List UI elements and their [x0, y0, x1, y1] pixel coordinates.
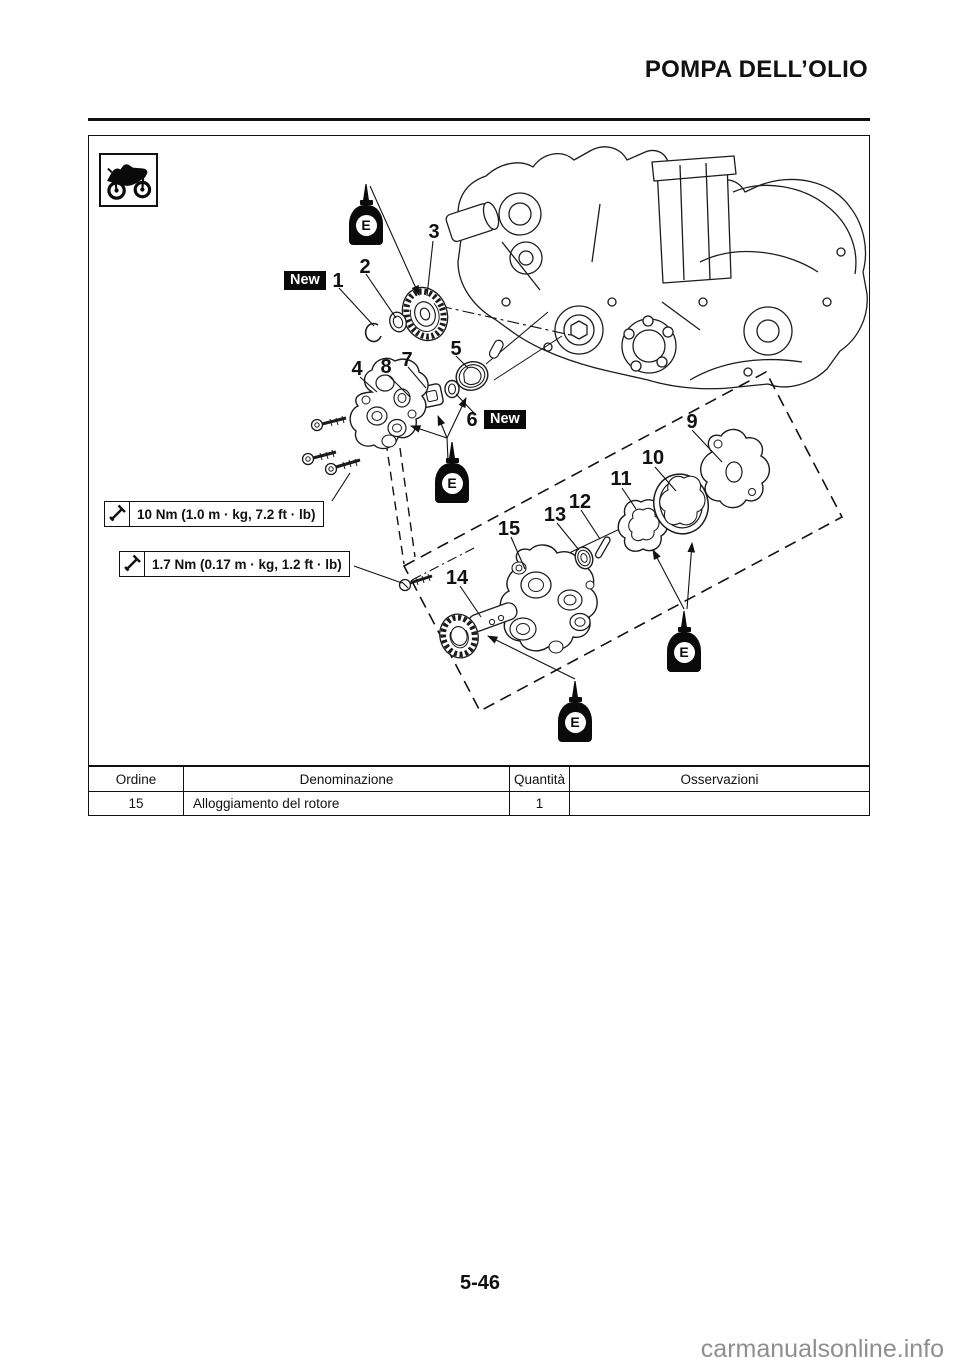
col-header-denominazione: Denominazione — [184, 767, 510, 792]
col-header-ordine: Ordine — [89, 767, 184, 792]
torque-wrench-icon — [120, 552, 145, 576]
header-rule — [88, 118, 870, 121]
part-rotor-pin — [594, 536, 611, 559]
oil-symbol-top: E — [348, 184, 384, 245]
callout-4: 4 — [351, 358, 363, 380]
oil-bottle-body: E — [349, 205, 383, 245]
callout-15: 15 — [497, 518, 521, 540]
callout-2: 2 — [359, 256, 371, 278]
oil-bottle-body: E — [558, 702, 592, 742]
leader-lines — [332, 241, 722, 617]
exploded-diagram — [88, 135, 870, 816]
callout-7: 7 — [401, 349, 413, 371]
motorcycle-icon — [99, 153, 158, 207]
oil-letter: E — [564, 711, 586, 733]
oil-bottle-cap — [677, 627, 691, 632]
callout-10: 10 — [641, 447, 665, 469]
torque-value: 1.7 Nm (0.17 m · kg, 1.2 ft · lb) — [152, 556, 342, 572]
part-rotor-housing — [500, 545, 597, 653]
part-dowel-pin — [488, 339, 505, 360]
callout-3: 3 — [428, 221, 440, 243]
new-label-1: New — [284, 271, 326, 290]
oil-bottle-cap — [445, 458, 459, 463]
callout-5: 5 — [450, 338, 462, 360]
new-label-2: New — [484, 410, 526, 429]
col-header-quantita: Quantità — [510, 767, 570, 792]
oil-letter: E — [355, 214, 377, 236]
oil-symbol-middle: E — [434, 442, 470, 503]
part-seal-washer — [573, 545, 596, 571]
part-collar — [452, 357, 492, 394]
cell-ordine: 15 — [89, 792, 184, 815]
oil-symbol-bottom: E — [557, 681, 593, 742]
callout-8: 8 — [380, 356, 392, 378]
oil-bottle-spout — [572, 681, 578, 697]
torque-value: 10 Nm (1.0 m · kg, 7.2 ft · lb) — [137, 506, 316, 522]
oil-bottle-spout — [681, 611, 687, 627]
part-outer-rotor — [647, 468, 715, 540]
callout-14: 14 — [445, 567, 469, 589]
dashed-assembly-box — [404, 372, 842, 711]
oil-letter: E — [441, 472, 463, 494]
oil-bottle-body: E — [435, 463, 469, 503]
callout-6: 6 — [466, 409, 478, 431]
oil-bottle-body: E — [667, 632, 701, 672]
part-shaft-gear — [435, 601, 519, 663]
oil-letter: E — [673, 641, 695, 663]
part-pump-plate — [701, 429, 770, 507]
watermark: carmanualsonline.info — [700, 1335, 944, 1358]
oil-bottle-spout — [363, 184, 369, 200]
callout-11: 11 — [610, 468, 632, 490]
cell-quantita: 1 — [510, 792, 570, 815]
part-oring — [445, 381, 459, 398]
crankcase-sketch — [445, 147, 867, 389]
cell-osservazioni — [570, 792, 869, 815]
callout-12: 12 — [568, 491, 592, 513]
oil-bottle-cap — [568, 697, 582, 702]
parts-table: Ordine Denominazione Quantità Osservazio… — [89, 765, 869, 815]
col-header-osservazioni: Osservazioni — [570, 767, 869, 792]
small-screw — [400, 574, 433, 591]
oil-symbol-right: E — [666, 611, 702, 672]
torque-wrench-icon — [105, 502, 130, 526]
torque-spec-1: 10 Nm (1.0 m · kg, 7.2 ft · lb) — [104, 501, 324, 527]
torque-spec-2: 1.7 Nm (0.17 m · kg, 1.2 ft · lb) — [119, 551, 350, 577]
callout-13: 13 — [543, 504, 567, 526]
oil-bottle-spout — [449, 442, 455, 458]
part-circlip — [366, 324, 381, 342]
oil-bottle-cap — [359, 200, 373, 205]
callout-9: 9 — [686, 411, 698, 433]
oil-arrows — [370, 186, 696, 679]
part-washer — [387, 310, 409, 334]
mounting-screws — [303, 416, 361, 475]
page-number: 5-46 — [459, 1272, 501, 1294]
page-title: POMPA DELL’OLIO — [644, 56, 868, 83]
part-pump-cover — [350, 358, 428, 448]
callout-1: 1 — [332, 270, 344, 292]
cell-denominazione: Alloggiamento del rotore — [184, 792, 510, 815]
part-drive-gear — [395, 281, 455, 347]
